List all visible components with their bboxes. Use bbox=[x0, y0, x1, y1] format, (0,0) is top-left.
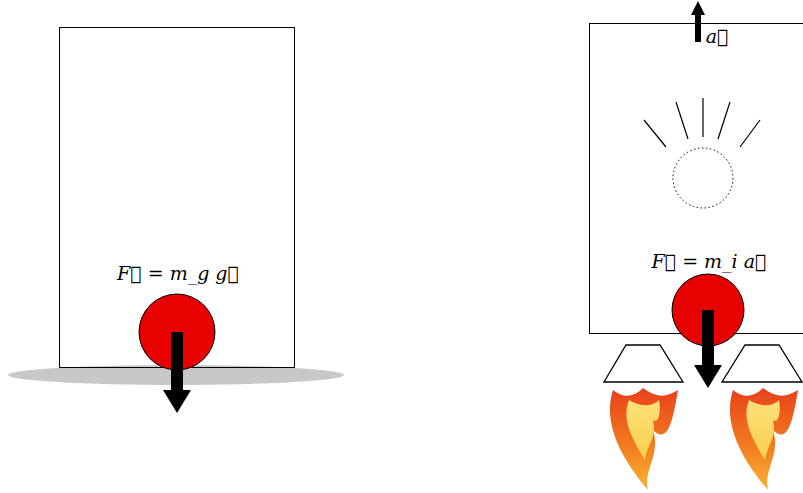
formula-label: F⃗ = m_i a⃗ bbox=[652, 250, 767, 272]
flame-inner bbox=[626, 400, 659, 460]
flame-inner bbox=[746, 400, 779, 460]
rocket-nozzle bbox=[604, 345, 683, 382]
dotted-ball-outline bbox=[673, 148, 733, 208]
acceleration-arrow-head bbox=[691, 1, 705, 15]
acceleration-arrow-shaft bbox=[695, 14, 701, 42]
ray-line bbox=[702, 98, 703, 137]
mass-ball bbox=[139, 294, 215, 370]
frame-box: F⃗ = m_g g⃗ bbox=[59, 27, 295, 368]
ray-line bbox=[676, 102, 688, 139]
force-arrow-head bbox=[163, 390, 191, 413]
force-arrow-shaft bbox=[702, 310, 714, 370]
formula-label: F⃗ = m_g g⃗ bbox=[117, 262, 239, 284]
motion-rays bbox=[644, 98, 760, 147]
ray-line bbox=[740, 120, 760, 147]
rocket-nozzle bbox=[722, 345, 802, 382]
frame-box: a⃗ F⃗ = m_i a⃗ bbox=[589, 23, 803, 334]
ground-surface bbox=[8, 365, 344, 385]
flame-outer bbox=[730, 388, 798, 490]
rocket-flame bbox=[610, 388, 678, 490]
ray-line bbox=[644, 120, 666, 147]
mass-ball bbox=[672, 274, 744, 346]
rocket-flame bbox=[730, 388, 798, 490]
ray-line bbox=[718, 102, 730, 139]
force-arrow-head bbox=[694, 365, 722, 388]
formula-label: a⃗ bbox=[706, 25, 729, 47]
flame-outer bbox=[610, 388, 678, 490]
force-arrow-shaft bbox=[171, 332, 183, 395]
